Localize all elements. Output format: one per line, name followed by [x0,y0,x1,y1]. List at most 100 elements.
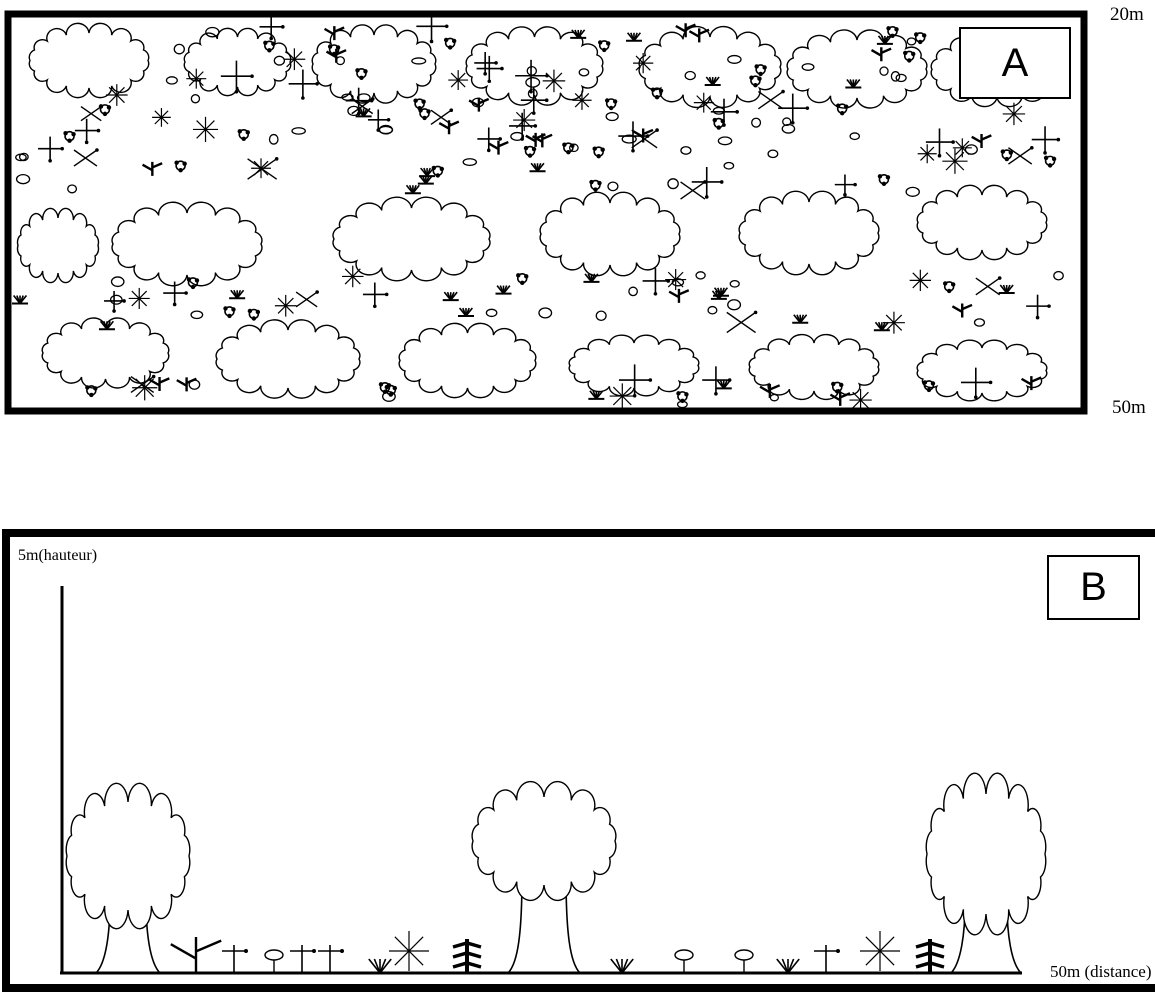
grass-tuft-symbol [418,176,434,184]
understory-plant-profile [860,931,900,971]
tree-crown-plan [787,30,927,108]
panel-b-y-axis-label: 5m(hauteur) [18,547,97,565]
plant-star-symbol [883,312,905,334]
tree-crown-plan [112,202,262,285]
shrub-dot-symbol [1001,149,1013,161]
shrub-oval-symbol [907,38,915,45]
plant-plus-symbol [104,291,126,313]
understory-plant-profile [774,959,802,973]
shrub-oval-symbol [975,319,985,326]
shrub-dot-symbol [238,129,250,141]
shrub-oval-symbol [17,175,30,184]
shrub-oval-symbol [668,179,678,189]
panel-a-label: A [959,27,1071,99]
plant-plus-symbol [1032,126,1060,154]
plant-plus-symbol [643,268,670,295]
shrub-oval-symbol [782,124,794,133]
shrub-oval-symbol [606,113,618,121]
panel-a-vegetation-symbols [12,11,1063,411]
plant-star-symbol [610,383,635,408]
plant-cross-symbol [74,148,99,166]
plant-plus-symbol [363,283,389,309]
panel-b-vegetation-symbols [66,773,1046,973]
fork-plant-symbol [489,141,509,155]
shrub-oval-symbol [850,133,859,140]
plant-cross-symbol [1008,146,1033,164]
tree-profile [926,773,1046,973]
plant-star-symbol [694,93,714,113]
grass-tuft-symbol [530,163,546,171]
shrub-dot-symbol [63,131,75,143]
shrub-oval-symbol [770,394,778,400]
plant-plus-symbol [75,119,100,144]
tree-crown-plan [540,192,680,275]
plant-star-symbol [132,375,157,400]
plant-star-symbol [186,69,206,89]
plant-plus-symbol [835,174,857,196]
panel-b-x-axis-label: 50m (distance) [1050,962,1152,982]
plant-plus-symbol [289,70,319,100]
shrub-oval-symbol [681,147,691,154]
tree-crown-plan [399,323,536,397]
shrub-oval-symbol [906,187,919,196]
fork-plant-symbol [669,289,689,303]
shrub-oval-symbol [713,107,724,114]
shrub-dot-symbol [589,180,601,192]
understory-plant-profile [675,950,693,973]
tree-crown-plan [739,191,879,274]
tree-crown-plan [749,335,879,400]
shrub-dot-symbol [1044,156,1056,168]
shrub-oval-symbol [191,311,203,318]
understory-plant-profile [814,945,840,973]
tree-crown-plan [917,340,1047,401]
plant-star-symbol [275,295,297,317]
plant-plus-symbol [38,137,64,163]
plant-cross-symbol [296,290,319,307]
understory-plant-profile [453,939,481,973]
shrub-oval-symbol [270,135,278,145]
understory-plant-profile [290,945,316,973]
understory-plant-profile [735,950,753,973]
tree-crown-plan [29,23,148,97]
grass-tuft-symbol [626,33,642,41]
grass-tuft-symbol [792,315,808,323]
shrub-oval-symbol [596,311,606,320]
plant-cross-symbol [976,276,1002,295]
grass-tuft-symbol [588,391,604,399]
understory-plant-profile [366,959,394,973]
shrub-oval-symbol [965,145,977,154]
plant-star-symbol [910,270,931,291]
plant-cross-symbol [727,311,758,333]
shrub-dot-symbol [248,309,260,321]
understory-plant-profile [265,950,283,973]
shrub-dot-symbol [943,281,955,293]
grass-tuft-symbol [405,185,421,193]
fork-plant-symbol [469,98,489,112]
plant-star-symbol [543,70,566,93]
shrub-oval-symbol [539,308,552,318]
shrub-dot-symbol [592,147,604,159]
understory-plant-profile [389,931,429,971]
plant-star-symbol [251,158,271,178]
shrub-dot-symbol [516,273,528,285]
tree-crown-plan [216,320,360,398]
shrub-oval-symbol [724,162,733,168]
shrub-oval-symbol [768,150,778,157]
plant-cross-symbol [681,180,707,199]
shrub-dot-symbol [223,306,235,318]
shrub-oval-symbol [189,380,199,389]
shrub-oval-symbol [696,272,705,279]
shrub-oval-symbol [730,281,739,287]
shrub-dot-symbol [99,104,111,116]
plant-star-symbol [849,389,871,411]
plant-plus-symbol [926,128,955,157]
understory-plant-profile [916,939,944,973]
plant-star-symbol [342,266,364,288]
grass-tuft-symbol [999,285,1015,293]
plant-cross-symbol [758,90,784,109]
shrub-oval-symbol [718,137,731,145]
shrub-oval-symbol [174,44,184,53]
panel-b-profile-view [0,522,1155,992]
plant-star-symbol [1003,103,1025,125]
plant-star-symbol [106,84,128,106]
